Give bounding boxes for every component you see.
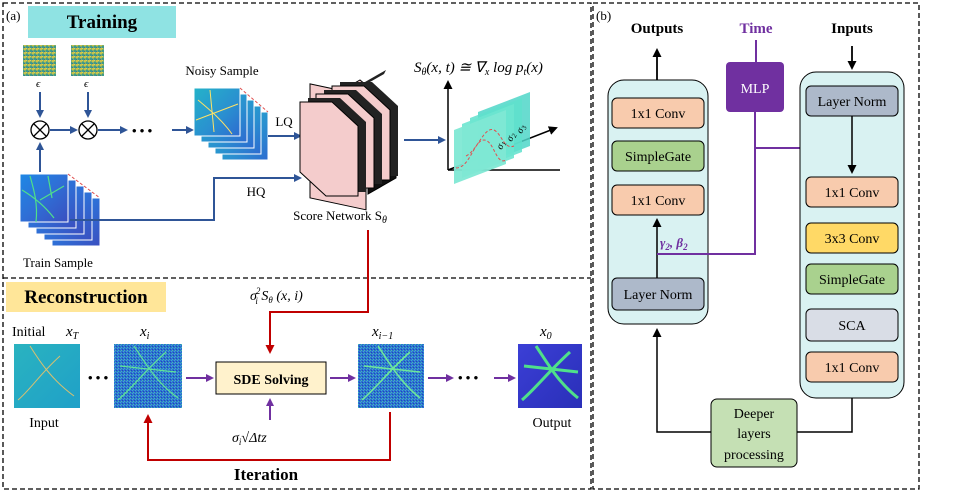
training-title: Training — [67, 12, 138, 33]
training-banner — [28, 6, 176, 38]
time-label: Time — [739, 21, 772, 37]
right-block-2-label: 1x1 Conv — [825, 186, 880, 201]
right-to-deeper — [797, 398, 853, 433]
right-block-5-label: SCA — [838, 319, 866, 334]
deeper-line-3: processing — [724, 448, 784, 463]
image-x-i — [114, 344, 182, 408]
panel-b-frame — [592, 2, 920, 490]
x-i-label: xi — [139, 324, 150, 342]
mlp-to-left — [657, 148, 756, 255]
lq-label: LQ — [275, 114, 293, 129]
panel-a-tag: (a) — [6, 8, 20, 23]
noise-term-label: σi√Δtz — [232, 431, 267, 447]
image-initial — [14, 344, 80, 408]
reconstruction-banner — [6, 282, 166, 312]
left-block-2-label: SimpleGate — [625, 150, 691, 165]
recon-dots-1: • • • — [88, 370, 109, 385]
left-block-4 — [611, 277, 705, 311]
left-block-2 — [611, 140, 705, 172]
right-block-4 — [805, 263, 899, 295]
multiply-icon-1 — [30, 120, 50, 140]
image-output — [518, 344, 582, 408]
left-block-4-label: Layer Norm — [624, 288, 693, 303]
x-i1-label: xi−1 — [371, 324, 393, 342]
sigma-1-label: σ1 — [494, 139, 508, 151]
sigma-2-label: σ2 — [504, 131, 518, 144]
left-block-1 — [611, 97, 705, 129]
right-block-6-label: 1x1 Conv — [825, 361, 880, 376]
iteration-label: Iteration — [234, 465, 299, 484]
deeper-line-1: Deeper — [734, 407, 775, 422]
arrow-score-to-sde — [265, 230, 369, 354]
epsilon-label-1: ϵ — [36, 78, 41, 90]
sigma-3-label: σ3 — [514, 123, 528, 136]
hq-label: HQ — [247, 184, 266, 199]
score-distribution-plot — [443, 80, 560, 184]
left-block-3 — [611, 184, 705, 216]
image-x-i1 — [358, 344, 424, 408]
panel-b-tag: (b) — [596, 8, 611, 23]
mlp-label: MLP — [741, 82, 770, 97]
panel-a-frame — [2, 2, 592, 490]
inputs-label: Inputs — [831, 21, 873, 37]
noise-sample-1 — [23, 45, 56, 76]
iteration-loop-arrow — [143, 412, 391, 461]
arrow-hq — [70, 174, 302, 221]
reconstruction-title: Reconstruction — [24, 287, 148, 308]
train-sample-label: Train Sample — [23, 255, 93, 270]
training-dots: • • • — [132, 123, 153, 138]
right-block-1-label: Layer Norm — [818, 95, 887, 110]
noisy-sample-label: Noisy Sample — [185, 63, 259, 78]
right-block-5 — [805, 308, 899, 342]
deeper-line-2: layers — [737, 427, 770, 442]
sde-solving-box — [215, 361, 327, 395]
outputs-label: Outputs — [631, 21, 684, 37]
left-block-1-label: 1x1 Conv — [631, 107, 686, 122]
x-t-label: xT — [65, 324, 80, 342]
output-label: Output — [533, 416, 572, 431]
sde-solving-label: SDE Solving — [233, 373, 308, 388]
deeper-to-left — [652, 328, 711, 433]
score-network-label: Score Network Sθ — [293, 208, 387, 226]
noise-sample-2 — [71, 45, 104, 76]
left-block-3-label: 1x1 Conv — [631, 194, 686, 209]
multiply-icon-2 — [78, 120, 98, 140]
deeper-layers-box — [710, 398, 798, 468]
score-network-layers — [299, 82, 398, 197]
gamma2-beta2-label: γ2, β2 — [660, 235, 688, 252]
recon-dots-2: • • • — [458, 370, 479, 385]
input-label: Input — [29, 416, 59, 431]
right-block-2 — [805, 176, 899, 208]
epsilon-label-2: ϵ — [84, 78, 89, 90]
right-block-6 — [805, 351, 899, 383]
right-block-3 — [805, 222, 899, 254]
initial-label: Initial — [12, 325, 46, 340]
score-equation: Sθ(x, t) ≅ ∇x log pt(x) — [414, 60, 543, 78]
mlp-box — [726, 62, 784, 112]
right-block-4-label: SimpleGate — [819, 273, 885, 288]
noisy-sample-stack — [193, 87, 269, 161]
right-block-3-label: 3x3 Conv — [825, 232, 880, 247]
train-sample-stack — [19, 173, 101, 247]
x-0-label: x0 — [539, 324, 552, 342]
